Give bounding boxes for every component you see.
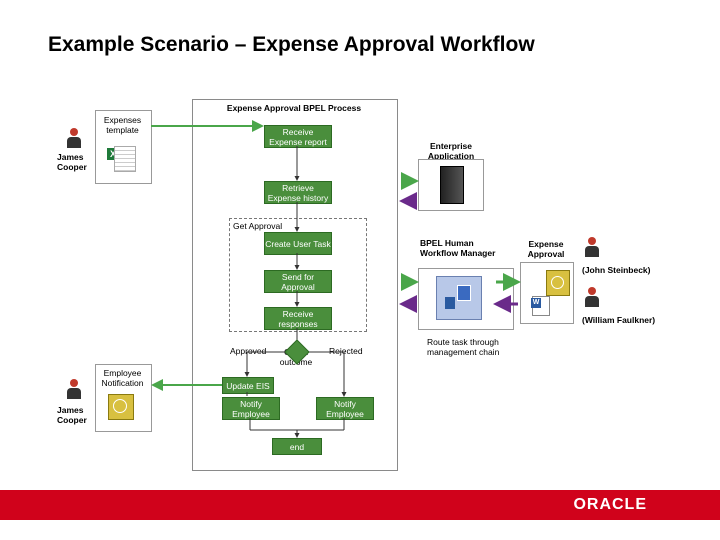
step-create-task[interactable]: Create User Task xyxy=(264,232,332,255)
rejected-label: Rejected xyxy=(329,346,363,356)
workflow-icon xyxy=(436,276,482,320)
oracle-logo: ORACLE xyxy=(573,496,647,513)
requester-top: James Cooper xyxy=(57,152,87,172)
person-icon-approver-1 xyxy=(584,237,600,257)
person-icon-top xyxy=(66,128,82,148)
approver-1-name: (John Steinbeck) xyxy=(582,265,651,275)
expense-approval-label: Expense Approval xyxy=(527,239,565,259)
spreadsheet-doc-icon xyxy=(114,146,136,172)
person-icon-approver-2 xyxy=(584,287,600,307)
employee-notification-label: Employee Notification xyxy=(101,368,144,388)
server-icon xyxy=(440,166,464,204)
step-end[interactable]: end xyxy=(272,438,322,455)
get-approval-group xyxy=(229,218,367,332)
route-note: Route task through management chain xyxy=(427,337,500,357)
step-update-eis[interactable]: Update EIS xyxy=(222,377,274,394)
approver-2-name: (William Faulkner) xyxy=(582,315,656,325)
approval-notification-icon xyxy=(546,270,570,296)
step-send-approval[interactable]: Send for Approval xyxy=(264,270,332,293)
notification-icon xyxy=(108,394,134,420)
check-outcome-diamond xyxy=(284,339,310,365)
step-retrieve-history[interactable]: Retrieve Expense history xyxy=(264,181,332,204)
enterprise-app-label: Enterprise Application xyxy=(427,141,475,161)
workflow-manager-label: BPEL Human Workflow Manager xyxy=(420,238,496,258)
person-icon-bottom xyxy=(66,379,82,399)
slide-title: Example Scenario – Expense Approval Work… xyxy=(48,33,535,56)
word-icon: W xyxy=(531,296,550,316)
footer-bar: ORACLE xyxy=(0,490,720,520)
step-notify-employee-right[interactable]: Notify Employee xyxy=(316,397,374,420)
get-approval-label: Get Approval xyxy=(233,221,283,231)
step-notify-employee-left[interactable]: Notify Employee xyxy=(222,397,280,420)
process-title: Expense Approval BPEL Process xyxy=(226,103,362,113)
approved-label: Approved xyxy=(230,346,267,356)
step-receive-report[interactable]: Receive Expense report xyxy=(264,125,332,148)
expenses-template-label: Expenses template xyxy=(103,115,142,135)
step-receive-responses[interactable]: Receive responses xyxy=(264,307,332,330)
requester-bottom: James Cooper xyxy=(57,405,87,425)
